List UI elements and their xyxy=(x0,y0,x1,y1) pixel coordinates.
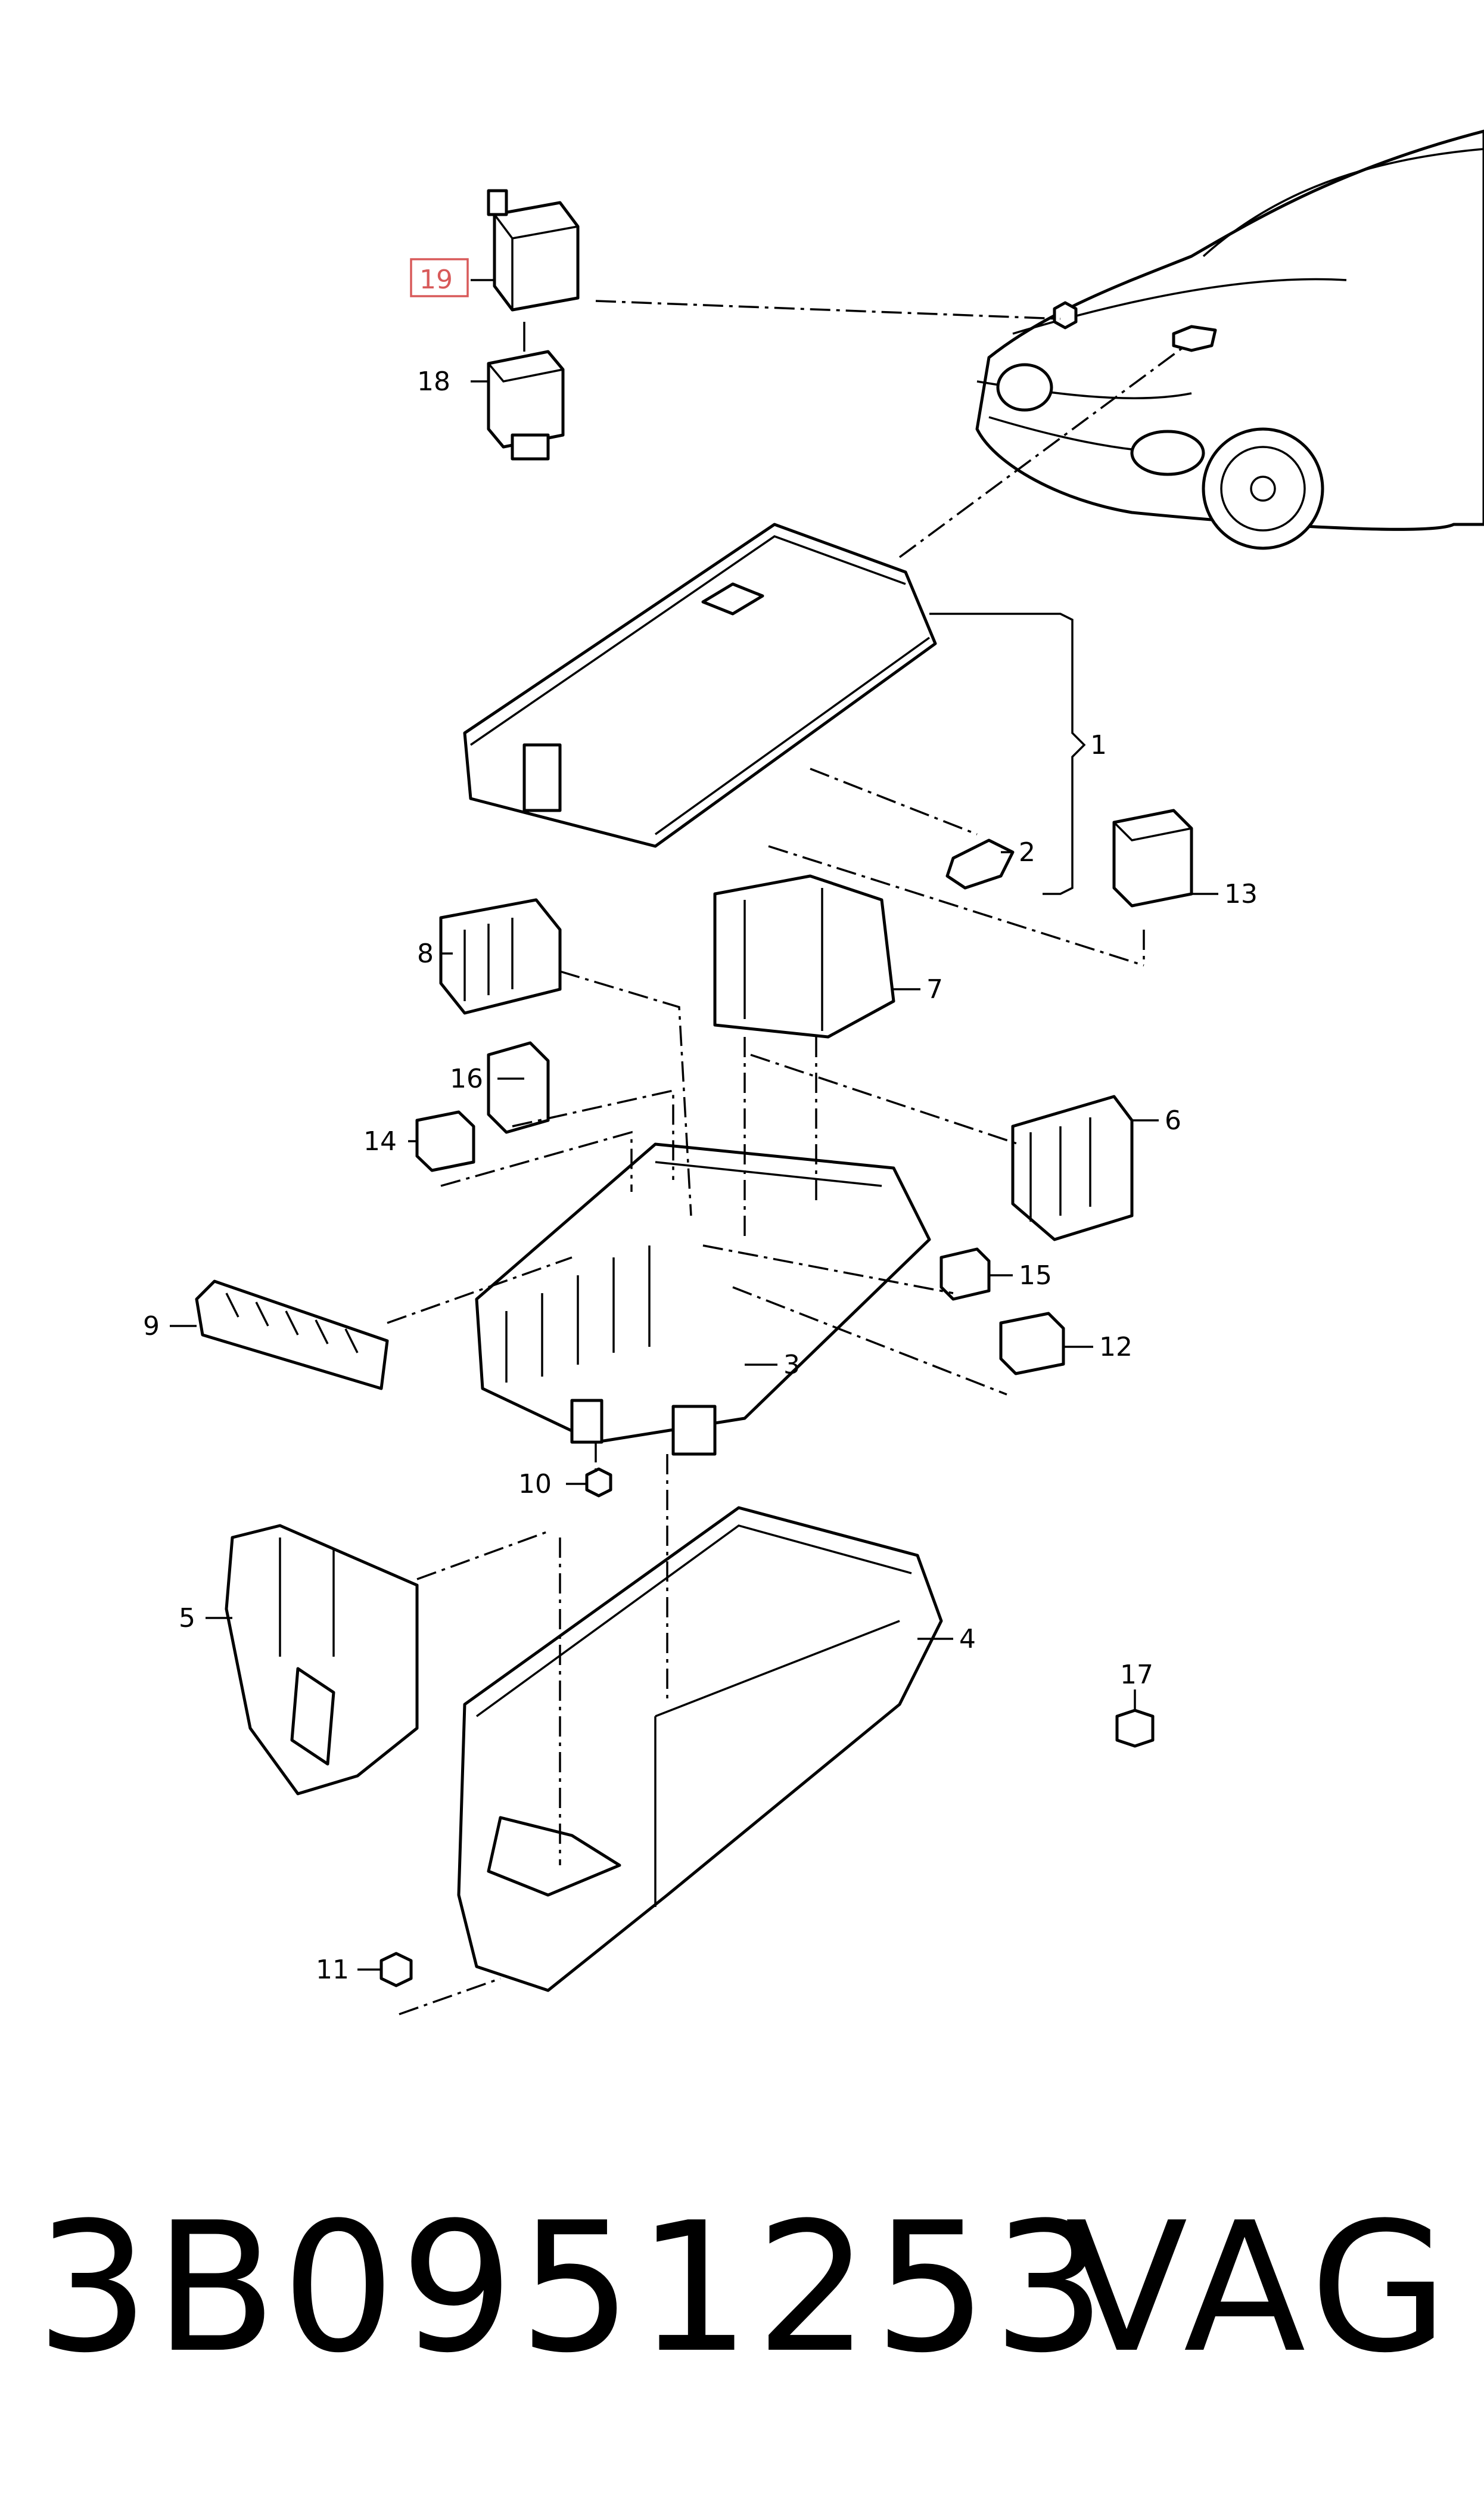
callout-11: 11 xyxy=(316,1955,349,1985)
leader-lines xyxy=(170,279,1218,1971)
part-15-blade-fuse xyxy=(939,1247,991,1301)
part-10-nut xyxy=(585,1467,612,1498)
callout-8: 8 xyxy=(417,939,434,969)
part-13-relay xyxy=(1112,809,1193,908)
part-12-micro-relay xyxy=(999,1312,1065,1375)
callout-17: 17 xyxy=(1120,1660,1153,1690)
part-18-relay-socket xyxy=(487,350,565,461)
callout-6: 6 xyxy=(1165,1105,1181,1136)
callout-1: 1 xyxy=(1090,730,1107,760)
part-16-fuse xyxy=(487,1041,550,1134)
callout-9: 9 xyxy=(143,1311,160,1341)
callout-2: 2 xyxy=(1019,837,1035,868)
part-8-fuse-holder xyxy=(439,898,562,1015)
callout-16: 16 xyxy=(450,1064,483,1094)
part-19-relay xyxy=(487,189,580,312)
part-14-micro-relay xyxy=(415,1110,475,1172)
vehicle-illustration xyxy=(975,129,1484,550)
part-4-lower-housing xyxy=(457,1506,943,1992)
callout-13: 13 xyxy=(1224,879,1258,909)
callout-5: 5 xyxy=(179,1603,195,1633)
part-7-relay-carrier xyxy=(713,874,895,1039)
callout-14: 14 xyxy=(363,1126,397,1157)
exploded-parts-diagram: 1 2 3 4 5 6 7 8 9 10 11 12 13 14 15 16 1… xyxy=(143,129,1484,2015)
part-5-bracket xyxy=(225,1524,419,1796)
part-number: 3B0951253 xyxy=(36,2184,1111,2392)
footer: 3B0951253 VAG xyxy=(0,2169,1484,2467)
callout-3: 3 xyxy=(783,1350,800,1380)
callout-18: 18 xyxy=(417,366,450,397)
part-9-fuse-strip xyxy=(195,1279,389,1390)
assembly-lines xyxy=(387,300,1187,2015)
callout-19-highlight-box xyxy=(410,258,469,297)
part-17-screw xyxy=(1115,1709,1155,1748)
callout-19: 19 xyxy=(419,265,453,295)
brand-name: VAG xyxy=(1065,2184,1455,2392)
callout-12: 12 xyxy=(1099,1332,1133,1362)
part-1-fuse-box-cover xyxy=(463,523,937,848)
callout-4: 4 xyxy=(959,1624,976,1654)
callout-15: 15 xyxy=(1019,1260,1052,1291)
part-2-clip xyxy=(945,838,1015,890)
callout-7: 7 xyxy=(926,974,943,1005)
part-11-nut xyxy=(379,1952,413,1987)
callout-10: 10 xyxy=(518,1469,552,1499)
callout-labels: 1 2 3 4 5 6 7 8 9 10 11 12 13 14 15 16 1… xyxy=(143,258,1258,1985)
part-6-fuse-carrier xyxy=(1011,1095,1134,1241)
part-3-fuse-box-body xyxy=(475,1142,931,1456)
